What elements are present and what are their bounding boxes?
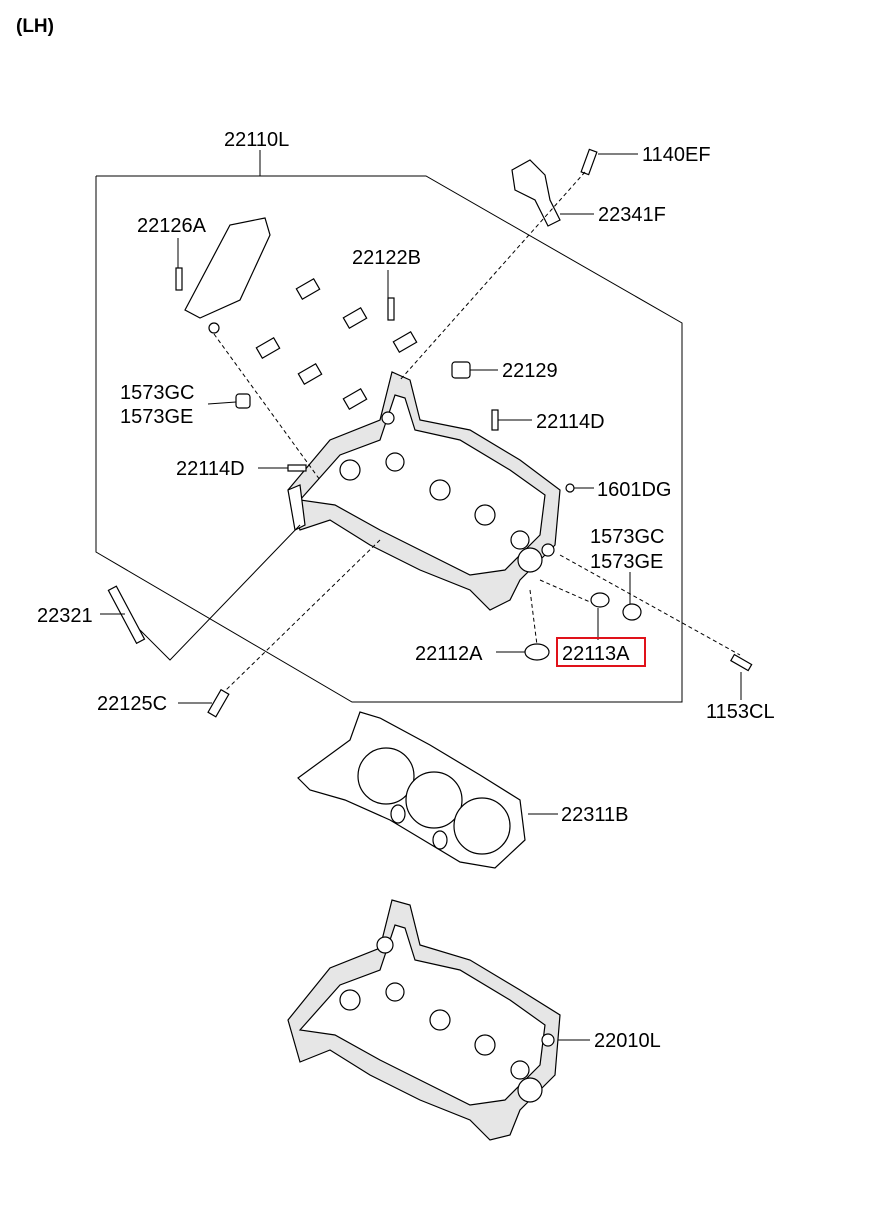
label-1601DG: 1601DG	[597, 479, 672, 501]
label-1140EF: 1140EF	[642, 144, 711, 166]
label-1573GE-a: 1573GE	[120, 406, 193, 428]
cylinder-head-bare	[287, 899, 561, 1141]
cylinder-head-assembly	[287, 371, 561, 611]
label-1573GE-b: 1573GE	[590, 551, 663, 573]
label-22114D-b: 22114D	[176, 458, 245, 480]
label-22113A: 22113A	[562, 643, 630, 665]
fasteners	[107, 148, 753, 718]
label-22125C: 22125C	[97, 693, 167, 715]
assembly-outline	[95, 175, 683, 703]
label-1153CL: 1153CL	[706, 701, 775, 723]
label-1573GC-a: 1573GC	[120, 382, 195, 404]
label-22122B: 22122B	[352, 247, 421, 269]
part-labels: 22110L 1140EF 22341F 22126A 22122B 22129…	[37, 129, 775, 1052]
highlight-box-22113A	[556, 637, 646, 667]
label-22126A: 22126A	[137, 215, 207, 237]
camshaft-bearing-caps	[184, 217, 418, 411]
label-22129: 22129	[502, 360, 558, 382]
label-22112A: 22112A	[415, 643, 483, 665]
leader-lines	[100, 153, 742, 1041]
label-22010L: 22010L	[594, 1030, 661, 1052]
label-1573GC-b: 1573GC	[590, 526, 665, 548]
label-22321: 22321	[37, 605, 93, 627]
diagram-title: (LH)	[16, 16, 54, 37]
label-22114D-a: 22114D	[536, 411, 605, 433]
head-gasket	[297, 711, 526, 869]
label-22110L: 22110L	[224, 129, 289, 151]
label-22341F: 22341F	[598, 204, 666, 226]
label-22311B: 22311B	[561, 804, 628, 826]
